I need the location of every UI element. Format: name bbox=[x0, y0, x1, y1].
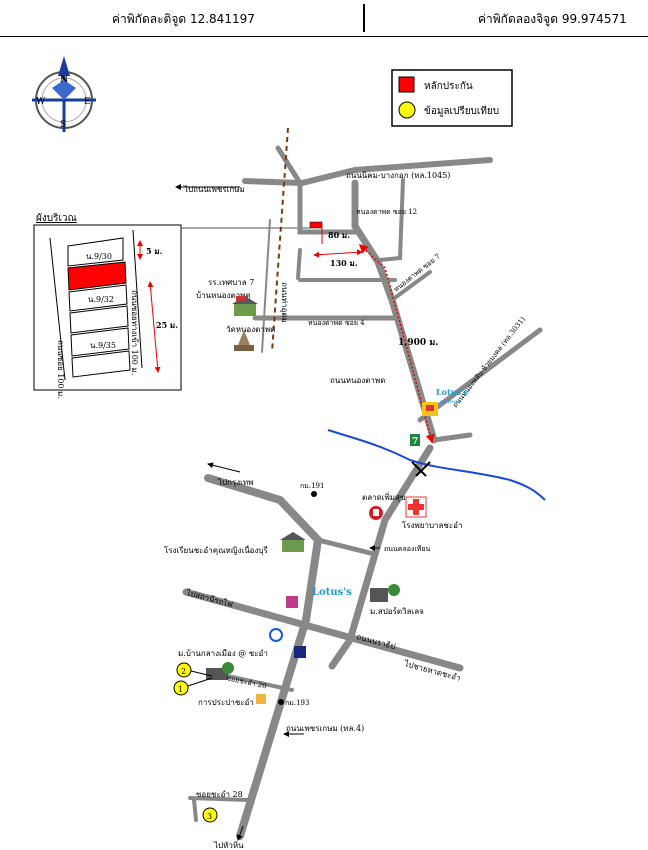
km193-dot bbox=[278, 699, 284, 705]
label-to-phetkasem: ไปถนนเพชรเกษม bbox=[183, 185, 245, 194]
legend-collateral-label: หลักประกัน bbox=[424, 81, 473, 92]
label-village: ม.บ้านกลางเมือง @ ชะอำ bbox=[178, 649, 268, 658]
school-icon bbox=[232, 296, 258, 316]
dim-130-label: 130 ม. bbox=[330, 258, 358, 268]
label-lotus: Lotus's bbox=[312, 587, 352, 598]
label-soi4: หนองตาพด ซอย 4 bbox=[308, 319, 365, 327]
label-school-girl: โรงเรียนชะอำคุณหญิงเนื่องบุรี bbox=[164, 544, 268, 555]
label-sports: ม.สปอร์ตวิลเลจ bbox=[370, 606, 424, 616]
label-pea: การประปาชะอำ bbox=[198, 698, 254, 707]
bank-icon bbox=[269, 628, 306, 658]
village-icon bbox=[206, 662, 234, 680]
label-soi28: ซอยชะอำ 28 bbox=[196, 790, 243, 799]
compass-w: W bbox=[36, 97, 46, 107]
school-girl-icon bbox=[280, 532, 306, 552]
dim-1900-label: 1,900 ม. bbox=[398, 338, 438, 348]
legend-collateral-swatch bbox=[398, 76, 415, 93]
rail-line bbox=[271, 127, 289, 353]
seven-eleven-icon: 7 bbox=[410, 434, 420, 447]
road-network-south bbox=[182, 444, 464, 840]
inset-dim-top: 5 ม. bbox=[146, 246, 163, 256]
lotus-go-fresh-icon: Lotus's go fresh bbox=[436, 387, 468, 405]
inset-right-road: ถนนซอยทางเข้า 100 ม. bbox=[130, 290, 139, 375]
label-km193: กม.193 bbox=[285, 699, 309, 707]
bridge-icon bbox=[411, 461, 431, 477]
fuel-station-icon bbox=[422, 402, 438, 416]
header-divider bbox=[363, 4, 365, 32]
water-supply-icon bbox=[256, 694, 266, 704]
label-school7: รร.เทศบาล 7 bbox=[208, 278, 254, 287]
map-text: Lotus's bbox=[436, 387, 468, 397]
label-soi20: ซอยชะอำ 20 bbox=[226, 674, 268, 690]
coordinate-header: ค่าพิกัดละติจูด 12.841197 ค่าพิกัดลองจิจ… bbox=[0, 0, 648, 37]
compass-s: S bbox=[60, 120, 66, 130]
comparison-marker-1: 1 bbox=[173, 677, 213, 696]
inset-left-road: ถนนซอย 100 ม. bbox=[56, 340, 65, 399]
inset-title: ผังบริเวณ bbox=[36, 213, 77, 224]
label-school7b: บ้านหนองตาพด bbox=[196, 291, 251, 300]
label-khlong-thian: ถนนคลองเทียน bbox=[384, 545, 431, 553]
label-market: ตลาดเพิ่มสุข bbox=[362, 491, 405, 502]
hospital-icon bbox=[405, 496, 427, 518]
map-text: 2 bbox=[181, 667, 186, 676]
inset-lot-3: น.9/35 bbox=[90, 341, 116, 350]
comparison-marker-2: 2 bbox=[176, 662, 213, 678]
inset-collateral-lot bbox=[67, 261, 127, 291]
comparison-marker-3: 3 bbox=[202, 807, 218, 823]
dim-130-line bbox=[313, 249, 363, 258]
legend-comparison-label: ข้อมูลเปรียบเทียบ bbox=[424, 105, 499, 117]
inset-lot-2: น.9/32 bbox=[88, 295, 114, 304]
map-text: 1 bbox=[178, 685, 183, 694]
map-text: 7 bbox=[412, 437, 418, 447]
label-to-bangkok: ไปกรุงเทพ bbox=[217, 478, 253, 487]
km191-dot bbox=[311, 491, 317, 497]
label-temple: วัดหนองตาพด bbox=[226, 325, 275, 334]
map-text: go fresh bbox=[440, 399, 462, 405]
label-soi12: หนองตาพด ซอย 12 bbox=[356, 208, 417, 216]
site-plan-inset: ผังบริเวณ น.9/30 น.9/32 น.9/35 ถนนซอย 10… bbox=[33, 213, 310, 399]
label-to-huahin: ไปหัวหิน bbox=[213, 841, 244, 850]
collateral-marker bbox=[309, 221, 323, 229]
dim-80-label: 80 ม. bbox=[328, 230, 350, 240]
map-text: 3 bbox=[207, 812, 212, 821]
legend: หลักประกัน ข้อมูลเปรียบเทียบ bbox=[391, 69, 513, 127]
inset-dim-side: 25 ม. bbox=[156, 320, 178, 330]
sports-village-icon bbox=[370, 584, 400, 602]
market-icon bbox=[369, 506, 383, 520]
legend-comparison-swatch bbox=[398, 101, 416, 119]
lotus-icon bbox=[286, 596, 298, 608]
label-narathip: ถนนนราธิป bbox=[355, 632, 396, 651]
label-hospital: โรงพยาบาลชะอำ bbox=[402, 520, 462, 530]
dim-1900-line bbox=[358, 243, 435, 444]
longitude-label: ค่าพิกัดลองจิจูด 99.974571 bbox=[478, 12, 627, 26]
label-road-1045: ถนนนิคม-บางกอก (ทล.1045) bbox=[346, 171, 450, 180]
compass-n: N bbox=[60, 75, 68, 85]
label-nongtapot-road: ถนนหนองตาพด bbox=[330, 376, 385, 385]
temple-icon bbox=[234, 330, 254, 351]
label-phetkasem: ถนนเพชรเกษม (ทล.4) bbox=[286, 724, 364, 733]
latitude-label: ค่าพิกัดละติจูด 12.841197 bbox=[112, 12, 255, 26]
compass-e: E bbox=[84, 97, 91, 107]
compass-rose-icon: N S E W bbox=[32, 56, 96, 132]
label-side-road: ถนนท่าอุดม bbox=[280, 282, 289, 323]
inset-lot-1: น.9/30 bbox=[86, 252, 112, 261]
label-to-station: ไปสถานีรถไฟ bbox=[185, 588, 235, 609]
label-km191: กม.191 bbox=[300, 482, 324, 490]
